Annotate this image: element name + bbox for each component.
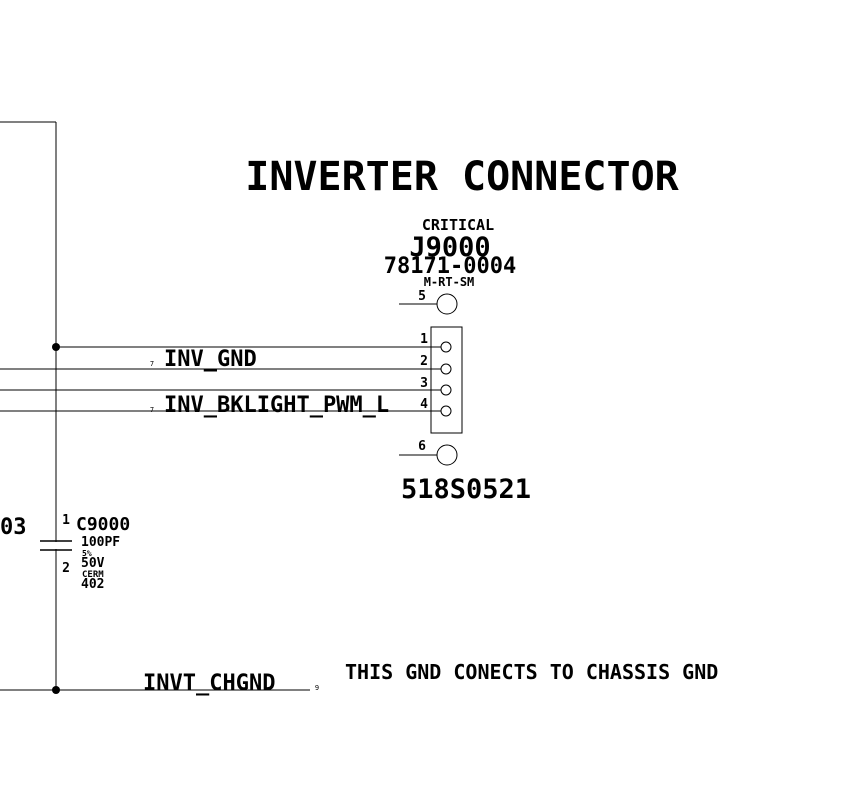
capacitor-value: 100PF (81, 535, 120, 550)
pin-2-contact (440, 363, 452, 375)
pin-5-number: 5 (418, 289, 426, 304)
capacitor-refdes: C9000 (76, 514, 130, 535)
capacitor-pin-1: 1 (62, 513, 70, 528)
pin-3-contact (440, 384, 452, 396)
partial-refdes-text: 03 (0, 515, 27, 540)
connector-package: M-RT-SM (424, 275, 475, 289)
capacitor-dielectric: CERM (82, 570, 104, 580)
pin-6-mount-pad (436, 444, 458, 466)
capacitor-gap (54, 542, 58, 549)
capacitor-tolerance: 5% (82, 549, 92, 558)
pin-4-number: 4 (420, 397, 428, 412)
connector-part-number: 78171-0004 (384, 254, 516, 279)
schematic-title: INVERTER CONNECTOR (245, 154, 679, 200)
pin-5-mount-pad (436, 293, 458, 315)
capacitor-voltage: 50V (81, 556, 105, 571)
invt-chgnd-page-ref: 9 (315, 684, 319, 692)
net-label-inv-gnd: INV_GND (164, 347, 257, 372)
connector-refdes: J9000 (409, 232, 490, 263)
capacitor-size: 402 (81, 577, 104, 592)
pin-1-number: 1 (420, 332, 428, 347)
net-label-invt-chgnd: INVT_CHGND (143, 671, 275, 696)
chassis-gnd-note: THIS GND CONECTS TO CHASSIS GND (345, 660, 718, 684)
pin-2-number: 2 (420, 354, 428, 369)
pin-1-contact (440, 341, 452, 353)
critical-label: CRITICAL (422, 216, 494, 234)
net-label-inv-bklight-pwm: INV_BKLIGHT_PWM_L (164, 393, 389, 418)
pin-6-number: 6 (418, 439, 426, 454)
capacitor-pin-2: 2 (62, 561, 70, 576)
pin-4-contact (440, 405, 452, 417)
pin-3-number: 3 (420, 376, 428, 391)
inv-bklight-page-ref: 7 (150, 406, 154, 414)
inv-gnd-page-ref: 7 (150, 360, 154, 368)
connector-apn: 518S0521 (401, 474, 531, 505)
